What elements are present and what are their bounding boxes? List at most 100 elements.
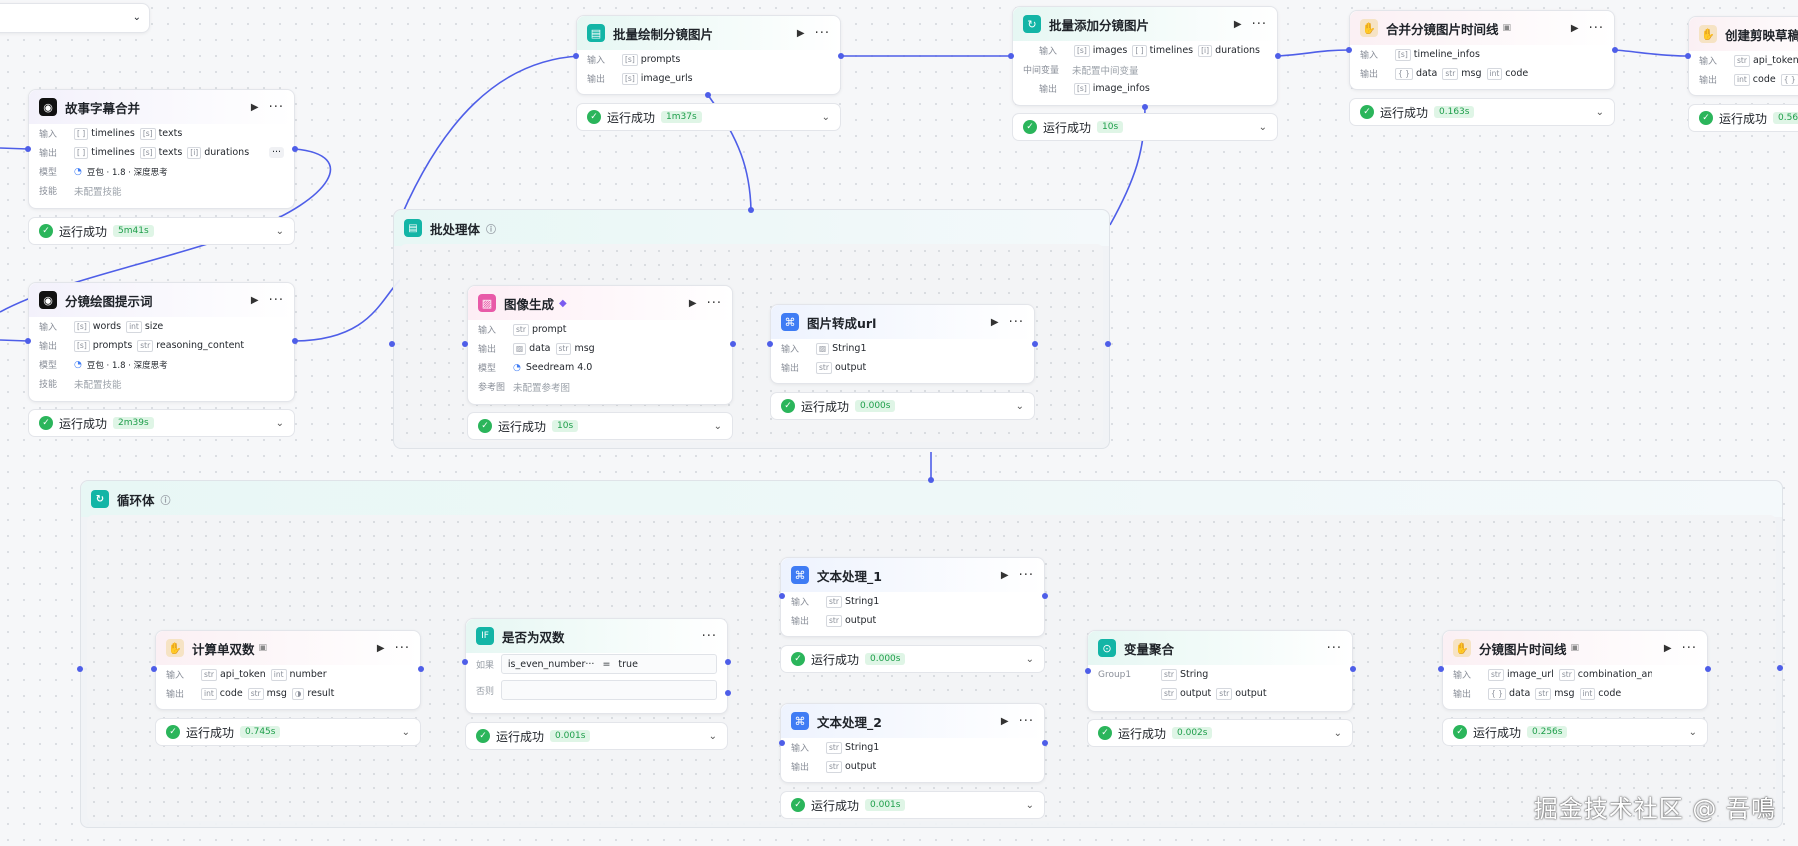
run-icon[interactable]: ▶ xyxy=(1000,715,1009,727)
port-dot[interactable] xyxy=(1275,53,1281,59)
port-dot[interactable] xyxy=(1085,668,1091,674)
chevron-down-icon[interactable]: ⌄ xyxy=(1025,799,1034,811)
port-dot[interactable] xyxy=(1438,666,1444,672)
run-icon[interactable]: ▶ xyxy=(1570,22,1579,34)
port-dot[interactable] xyxy=(1685,53,1691,59)
more-icon[interactable]: ··· xyxy=(706,295,722,311)
chevron-down-icon[interactable]: ⌄ xyxy=(1595,106,1604,118)
port-dot[interactable] xyxy=(928,477,934,483)
more-icon[interactable]: ··· xyxy=(814,25,830,41)
run-icon[interactable]: ▶ xyxy=(990,316,999,328)
port-dot[interactable] xyxy=(292,146,298,152)
more-icon[interactable]: ··· xyxy=(1018,713,1034,729)
chevron-down-icon[interactable]: ⌄ xyxy=(275,225,284,237)
port-dot[interactable] xyxy=(725,659,731,665)
port-dot[interactable] xyxy=(1042,740,1048,746)
node-story-merge[interactable]: ◉故事字幕合并▶··· 输入[ ]timelines[s]texts 输出[ ]… xyxy=(28,89,295,209)
port-dot[interactable] xyxy=(573,53,579,59)
more-icon[interactable]: ··· xyxy=(1008,314,1024,330)
cond-right[interactable]: true xyxy=(618,658,638,670)
port-dot[interactable] xyxy=(462,341,468,347)
port-dot[interactable] xyxy=(779,740,785,746)
chevron-down-icon[interactable]: ⌄ xyxy=(821,111,830,123)
port-dot[interactable] xyxy=(1008,53,1014,59)
port-dot[interactable] xyxy=(1350,666,1356,672)
node-batch-add[interactable]: ↻批量添加分镜图片▶··· 输入[s]images[ ]timelines[i]… xyxy=(1012,6,1278,106)
chevron-down-icon[interactable]: ⌄ xyxy=(275,417,284,429)
port-dot[interactable] xyxy=(1777,665,1783,671)
more-params[interactable]: ··· xyxy=(268,147,284,158)
more-icon[interactable]: ··· xyxy=(394,640,410,656)
port-dot[interactable] xyxy=(1042,593,1048,599)
run-icon[interactable]: ▶ xyxy=(250,294,259,306)
run-icon[interactable]: ▶ xyxy=(688,297,697,309)
run-icon[interactable]: ▶ xyxy=(250,101,259,113)
chevron-down-icon[interactable]: ⌄ xyxy=(1688,726,1697,738)
more-icon[interactable]: ··· xyxy=(1326,640,1342,656)
port-dot[interactable] xyxy=(1346,47,1352,53)
chevron-down-icon[interactable]: ⌄ xyxy=(1333,727,1342,739)
chevron-down-icon[interactable]: ⌄ xyxy=(1258,121,1267,133)
port-dot[interactable] xyxy=(1142,104,1148,110)
port-dot[interactable] xyxy=(77,666,83,672)
port-dot[interactable] xyxy=(725,690,731,696)
port-dot[interactable] xyxy=(730,341,736,347)
port-dot[interactable] xyxy=(1705,666,1711,672)
chevron-down-icon[interactable]: ⌄ xyxy=(1025,653,1034,665)
chevron-down-icon[interactable]: ⌄ xyxy=(1015,400,1024,412)
chevron-down-icon[interactable]: ⌄ xyxy=(708,730,717,742)
port-dot[interactable] xyxy=(748,207,754,213)
else-box[interactable] xyxy=(500,680,717,700)
run-icon[interactable]: ▶ xyxy=(376,642,385,654)
chevron-down-icon[interactable]: ⌄ xyxy=(401,726,410,738)
more-icon[interactable]: ··· xyxy=(268,99,284,115)
port-dot[interactable] xyxy=(25,146,31,152)
port-dot[interactable] xyxy=(151,666,157,672)
partial-select[interactable]: ⌄ xyxy=(0,3,150,33)
port-dot[interactable] xyxy=(292,338,298,344)
run-icon[interactable]: ▶ xyxy=(796,27,805,39)
run-icon[interactable]: ▶ xyxy=(1233,18,1242,30)
more-icon[interactable]: ··· xyxy=(701,628,717,644)
cond-op[interactable]: = xyxy=(602,658,611,670)
port-dot[interactable] xyxy=(462,659,468,665)
port-dot[interactable] xyxy=(767,341,773,347)
run-icon[interactable]: ▶ xyxy=(1000,569,1009,581)
cond-left[interactable]: is_even_number··· xyxy=(507,658,595,670)
chevron-down-icon[interactable]: ⌄ xyxy=(713,420,722,432)
port-dot[interactable] xyxy=(838,53,844,59)
port-dot[interactable] xyxy=(1612,47,1618,53)
run-icon[interactable]: ▶ xyxy=(1663,642,1672,654)
more-icon[interactable]: ··· xyxy=(268,292,284,308)
more-icon[interactable]: ··· xyxy=(1681,640,1697,656)
more-icon[interactable]: ··· xyxy=(1251,16,1267,32)
port-dot[interactable] xyxy=(389,341,395,347)
port-dot[interactable] xyxy=(418,666,424,672)
port-dot[interactable] xyxy=(1032,341,1038,347)
port-dot[interactable] xyxy=(1105,341,1111,347)
